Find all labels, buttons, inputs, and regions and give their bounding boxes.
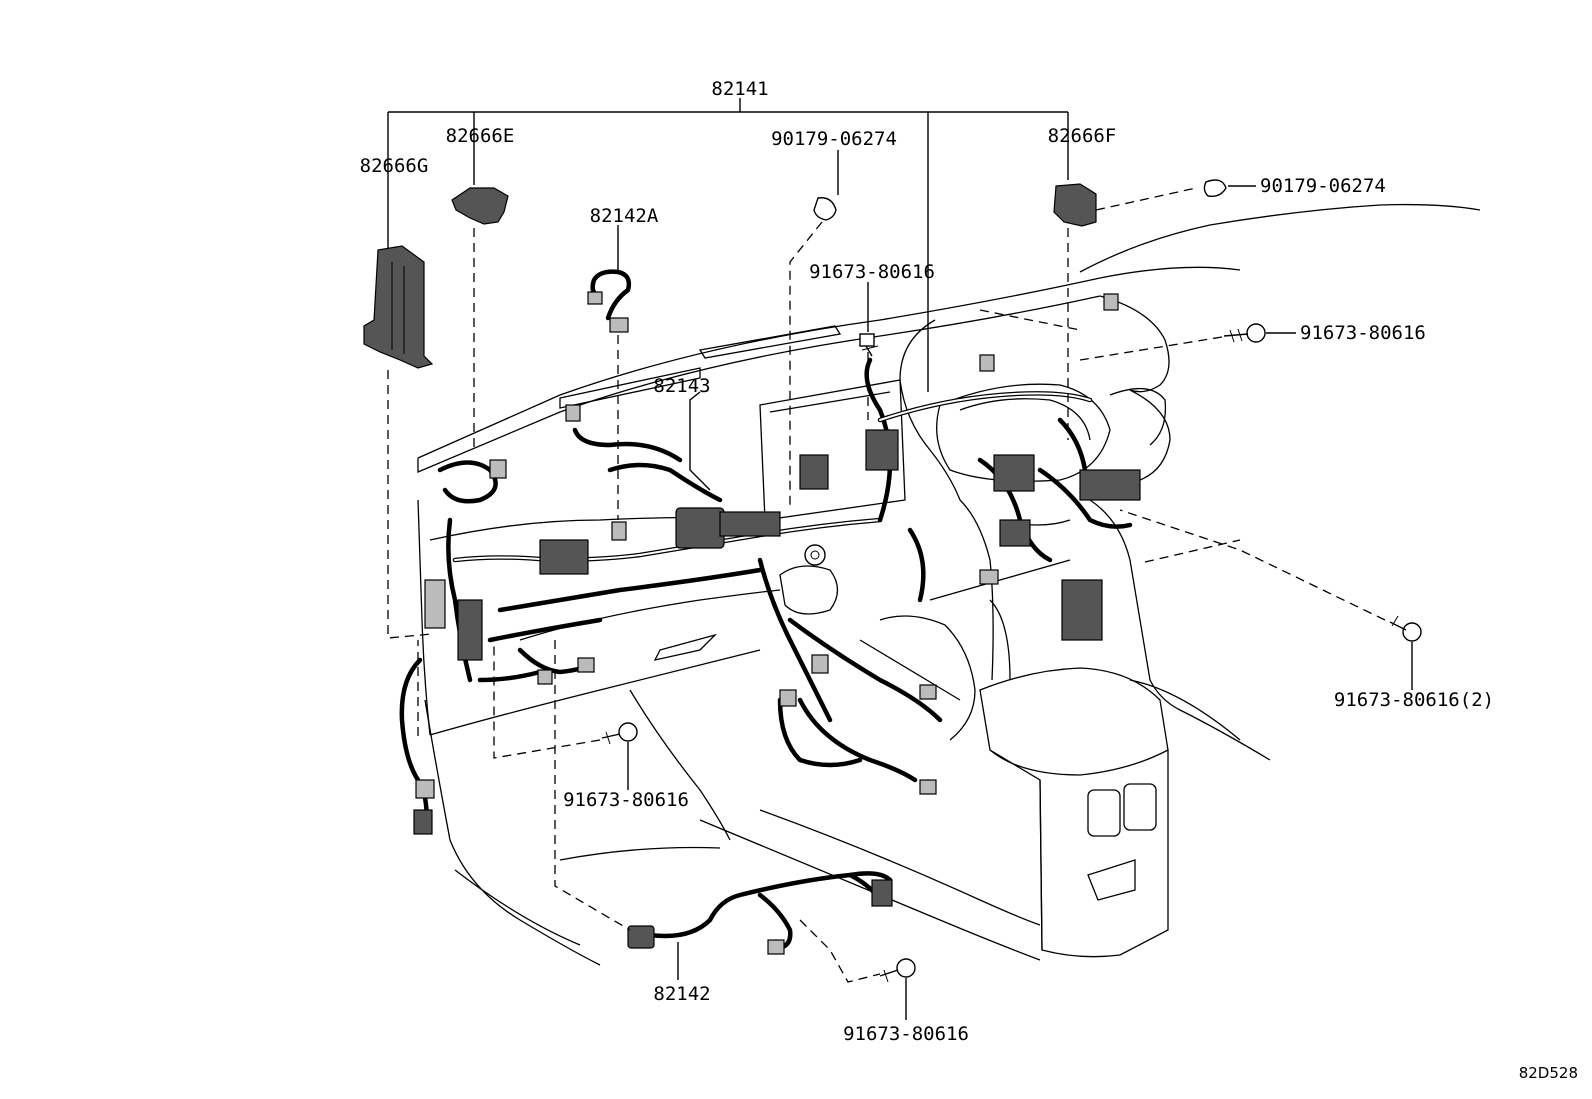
wire-82142A — [587, 269, 632, 333]
diagram-code: 82D528 — [1519, 1064, 1578, 1082]
wire-82142 — [627, 871, 893, 955]
label-82142A: 82142A — [590, 205, 659, 227]
label-90179-right: 90179-06274 — [1260, 175, 1386, 197]
label-91673-left-low: 91673-80616 — [563, 789, 689, 811]
clip-90179-right — [1203, 179, 1227, 198]
bolt-top — [859, 333, 879, 357]
label-91673-bottom: 91673-80616 — [843, 1023, 969, 1045]
bolt-right-mid — [1389, 615, 1422, 642]
label-82666E: 82666E — [446, 125, 515, 147]
label-91673-right-mid: 91673-80616(2) — [1334, 689, 1494, 711]
part-labels: 82141 82666E 82666G 82666F 90179-06274 9… — [360, 78, 1578, 1082]
label-82142: 82142 — [653, 983, 710, 1005]
dashboard-body — [417, 203, 1481, 966]
label-82141: 82141 — [711, 78, 768, 100]
label-91673-top: 91673-80616 — [809, 261, 935, 283]
bolt-bottom — [879, 958, 916, 983]
bolt-left-low — [601, 722, 638, 745]
bolt-right-top — [1223, 323, 1266, 343]
reference-dashes — [387, 187, 1386, 983]
label-91673-right-top: 91673-80616 — [1300, 322, 1426, 344]
protector-82666G — [363, 245, 434, 369]
label-82666G: 82666G — [360, 155, 429, 177]
leader-lines — [617, 150, 1413, 1020]
label-82666F: 82666F — [1048, 125, 1117, 147]
label-90179-top: 90179-06274 — [771, 128, 897, 150]
main-harness-82141 — [399, 293, 1141, 835]
label-82143: 82143 — [653, 375, 710, 397]
harness-bracket — [387, 98, 1069, 392]
clip-90179-top — [813, 197, 837, 221]
protector-82666F — [1053, 183, 1097, 227]
protector-82666E — [451, 187, 509, 225]
